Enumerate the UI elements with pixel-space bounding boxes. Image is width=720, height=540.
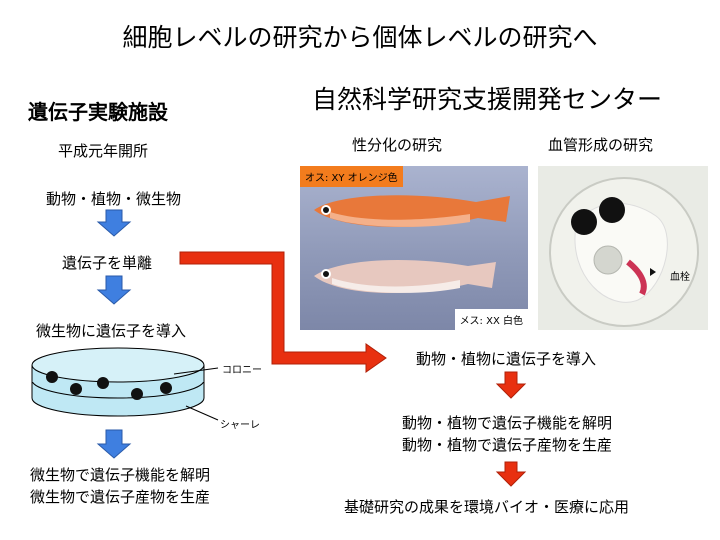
blue-arrow-1 <box>96 209 132 237</box>
colony-dot <box>46 371 58 383</box>
sex-study-label: 性分化の研究 <box>352 136 443 154</box>
right-result-2: 動物・植物で遺伝子産物を生産 <box>402 436 613 454</box>
right-step-introduce: 動物・植物に遺伝子を導入 <box>416 350 597 368</box>
blood-label: 血栓 <box>670 272 690 283</box>
red-elbow-arrow <box>179 251 387 373</box>
female-fish <box>314 260 496 294</box>
blue-arrow-2 <box>96 275 132 305</box>
medaka-photo: オス: XY オレンジ色 メス: XX 白色 <box>300 166 528 330</box>
female-label: メス: XX 白色 <box>454 309 528 330</box>
colony-dot <box>97 377 109 389</box>
dish-pointer <box>185 405 219 421</box>
red-arrow-2 <box>495 461 527 487</box>
colony-dot <box>70 383 82 395</box>
right-heading: 自然科学研究支援開発センター <box>312 85 663 114</box>
page-title: 細胞レベルの研究から個体レベルの研究へ <box>122 23 598 52</box>
blue-arrow-3 <box>96 429 132 459</box>
colony-pointer <box>173 367 219 375</box>
step-introduce-microbe: 微生物に遺伝子を導入 <box>36 322 187 340</box>
left-heading: 遺伝子実験施設 <box>28 100 168 124</box>
blood-clot <box>626 259 647 296</box>
colony-dot <box>131 388 143 400</box>
founded-label: 平成元年開所 <box>58 142 149 160</box>
vessel-study-label: 血管形成の研究 <box>548 136 654 154</box>
embryo-photo: 血栓 <box>538 166 708 330</box>
colony-label: コロニー <box>222 365 262 376</box>
colony-dot <box>160 382 172 394</box>
petri-dish <box>31 347 219 421</box>
embryo-eye <box>571 209 597 235</box>
step-organisms: 動物・植物・微生物 <box>46 190 182 208</box>
right-result-1: 動物・植物で遺伝子機能を解明 <box>402 414 613 432</box>
embryo-eye <box>599 197 625 223</box>
dish-label: シャーレ <box>220 420 260 431</box>
step-isolate-gene: 遺伝子を単離 <box>62 254 153 272</box>
male-fish <box>314 195 510 228</box>
final-application: 基礎研究の成果を環境バイオ・医療に応用 <box>344 498 630 516</box>
left-result-1: 微生物で遺伝子機能を解明 <box>30 466 211 484</box>
red-arrow-1 <box>495 371 527 399</box>
left-result-2: 微生物で遺伝子産物を生産 <box>30 488 211 506</box>
male-label: オス: XY オレンジ色 <box>300 166 403 187</box>
